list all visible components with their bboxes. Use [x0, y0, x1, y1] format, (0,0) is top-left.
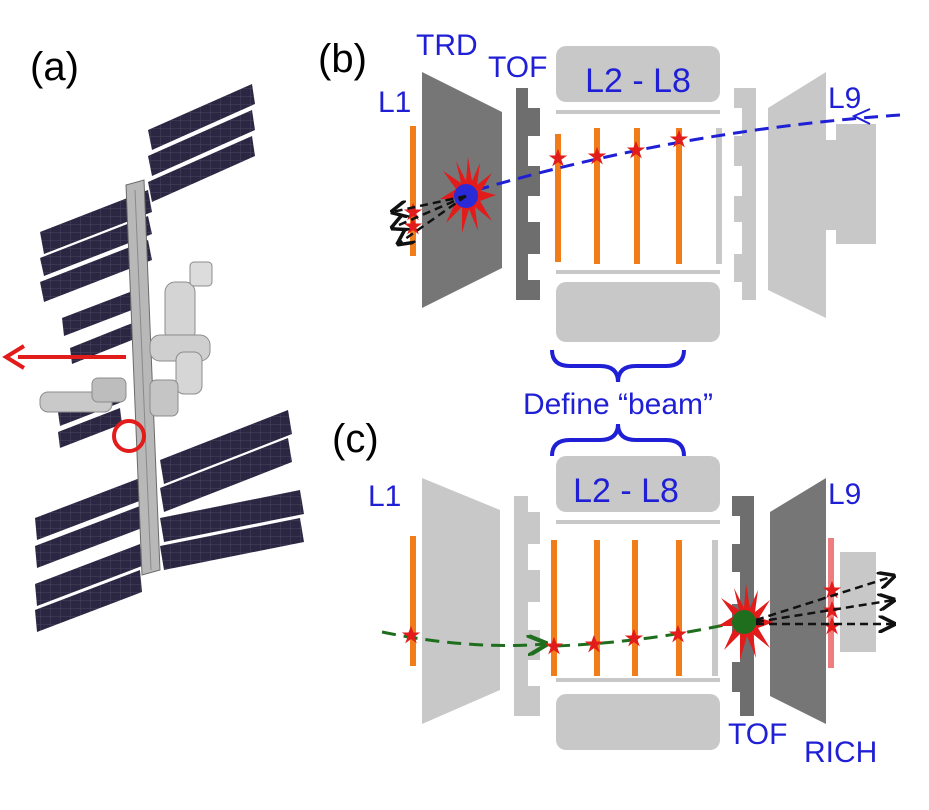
label-l1-c: L1: [368, 480, 401, 513]
panel-a: (a): [2, 45, 304, 632]
secondary-tracks-b: [392, 194, 467, 244]
panel-c-label: (c): [332, 417, 379, 461]
label-l9-b: L9: [828, 82, 861, 115]
label-rich: RICH: [804, 736, 877, 769]
label-l1-b: L1: [378, 86, 411, 119]
silicon-layers-l2-l8-c: [551, 540, 682, 676]
tracker-top-box-c: [556, 456, 720, 512]
label-l9-c: L9: [828, 478, 861, 511]
silicon-layer-l1-c: [410, 536, 416, 666]
solar-array-lower-right: [160, 410, 304, 570]
silicon-layer-l1-b: [410, 126, 416, 256]
panel-b-label: (b): [318, 37, 367, 81]
silicon-layer-l9-c: [828, 538, 834, 668]
define-beam-label: Define “beam”: [523, 388, 713, 421]
solar-array-upper-left: [40, 190, 152, 302]
tracker-top-box-b: [556, 46, 720, 102]
panel-b: (b) L1 TRD TOF L9 L2 - L8: [318, 29, 901, 342]
label-trd: TRD: [416, 29, 478, 62]
panel-a-label: (a): [30, 45, 79, 89]
ecal-b: [836, 124, 876, 244]
tof-upper-b: [516, 88, 540, 300]
solar-array-mid: [58, 292, 137, 448]
tof-lower-b: [734, 88, 756, 300]
panel-c: (c) L1 L9 TOF RICH L2 - L8: [332, 417, 894, 769]
label-tof-b: TOF: [488, 51, 547, 84]
red-circle-marker-icon: [112, 419, 146, 453]
label-l2-l8-c: L2 - L8: [573, 472, 679, 510]
secondary-tracks-c: [755, 576, 894, 624]
silicon-layers-l2-l8-b: [555, 128, 682, 264]
label-tof-c: TOF: [728, 718, 787, 751]
trd-detector-c: [422, 478, 500, 724]
rich-detector-c: [770, 478, 826, 724]
red-arrow-left-icon: [2, 344, 126, 370]
ecal-c: [840, 552, 876, 652]
label-l2-l8-b: L2 - L8: [585, 62, 691, 100]
rich-detector-b: [768, 72, 826, 318]
tracker-bottom-box-b: [556, 282, 720, 342]
beam-track-b: [469, 113, 901, 194]
tof-upper-c: [514, 496, 540, 716]
interaction-point-c: [732, 610, 756, 634]
space-station-illustration: [2, 84, 304, 632]
solar-array-upper-right: [148, 84, 255, 202]
tracker-bottom-box-c: [556, 694, 720, 750]
station-modules: [39, 261, 213, 417]
solar-array-lower-left: [35, 478, 142, 632]
define-beam-brace: Define “beam”: [523, 349, 713, 457]
